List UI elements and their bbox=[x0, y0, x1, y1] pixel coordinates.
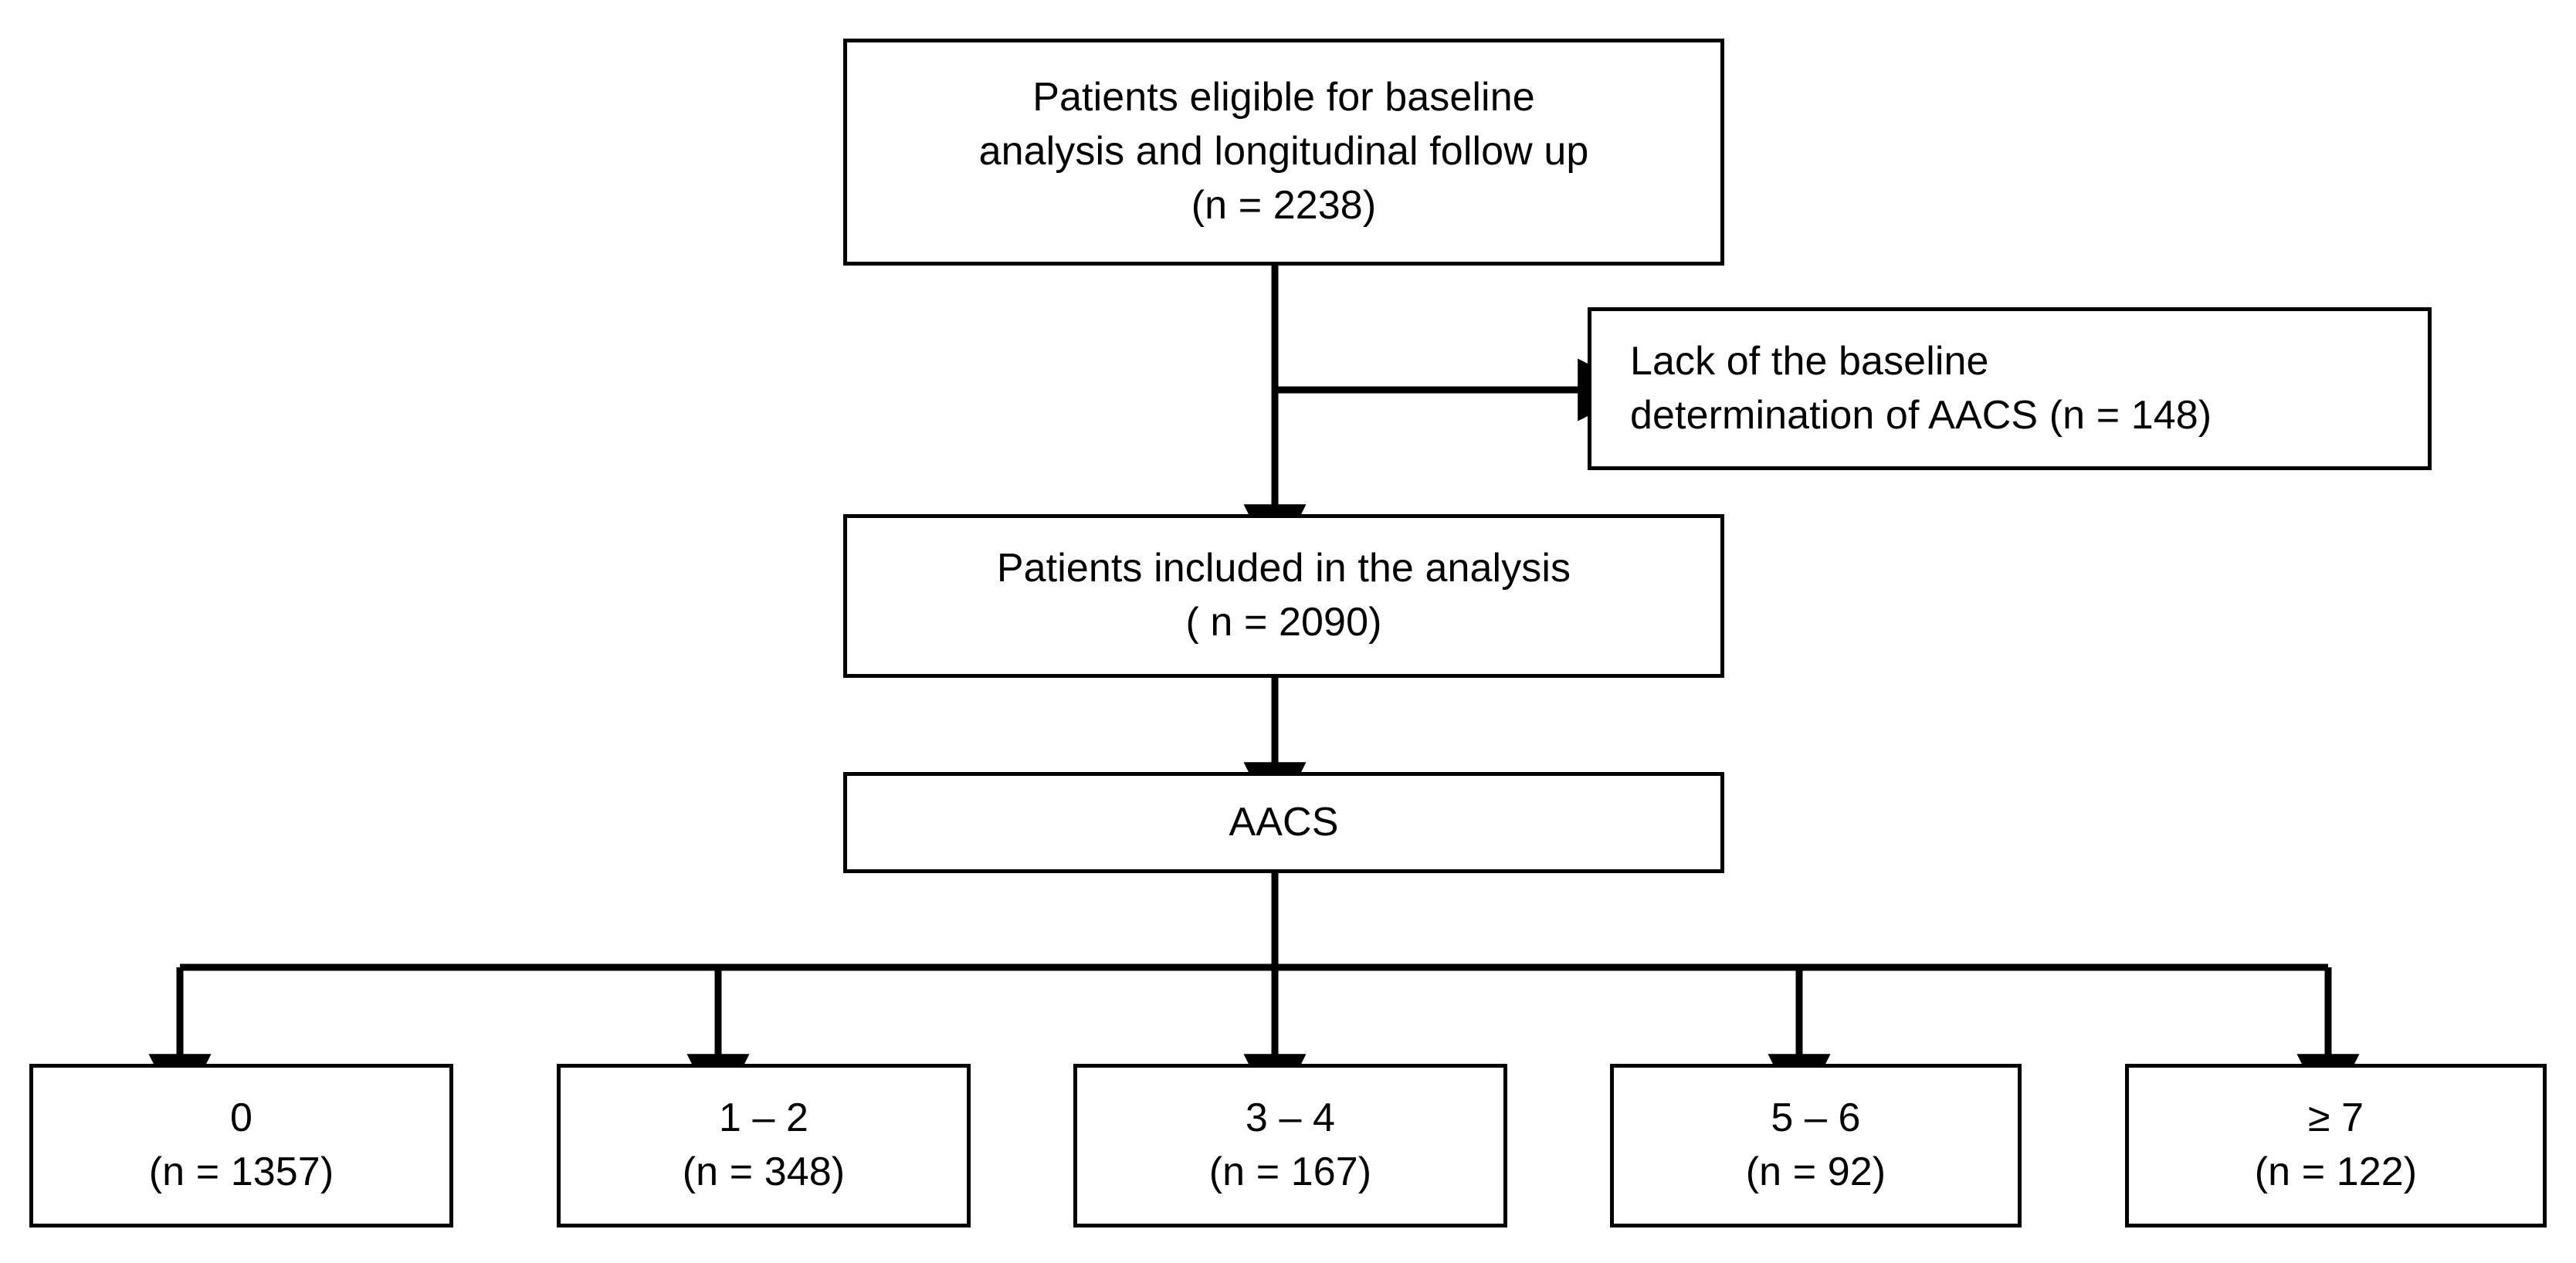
group-score-label: 0 bbox=[229, 1095, 253, 1141]
group-count-label: (n = 92) bbox=[1745, 1150, 1886, 1194]
group-score-label: 5 – 6 bbox=[1771, 1095, 1861, 1141]
node-eligible-line-1: Patients eligible for baseline bbox=[1032, 75, 1535, 120]
group-score-label: ≥ 7 bbox=[2307, 1095, 2364, 1141]
node-group-score-1-2: 1 – 2 (n = 348) bbox=[557, 1064, 971, 1227]
group-count-label: (n = 348) bbox=[682, 1150, 846, 1194]
node-included-in-analysis: Patients included in the analysis ( n = … bbox=[843, 514, 1724, 678]
node-included-line-2: ( n = 2090) bbox=[1185, 600, 1382, 645]
node-group-score-3-4: 3 – 4 (n = 167) bbox=[1073, 1064, 1507, 1227]
node-eligible-line-3: (n = 2238) bbox=[1191, 182, 1377, 228]
node-group-score-5-6: 5 – 6 (n = 92) bbox=[1610, 1064, 2022, 1227]
node-eligible-patients: Patients eligible for baseline analysis … bbox=[843, 39, 1724, 266]
group-count-label: (n = 1357) bbox=[148, 1150, 334, 1194]
node-excluded-line-2: determination of AACS (n = 148) bbox=[1630, 392, 2212, 438]
node-included-line-1: Patients included in the analysis bbox=[996, 546, 1571, 591]
group-count-label: (n = 122) bbox=[2254, 1150, 2418, 1194]
group-score-label: 3 – 4 bbox=[1245, 1095, 1336, 1141]
group-score-label: 1 – 2 bbox=[718, 1095, 809, 1141]
node-excluded-lack-of-baseline-aacs: Lack of the baseline determination of AA… bbox=[1588, 307, 2432, 470]
node-aacs-label: AACS bbox=[1229, 799, 1339, 845]
node-group-score-0: 0 (n = 1357) bbox=[29, 1064, 453, 1227]
node-aacs: AACS bbox=[843, 772, 1724, 873]
group-count-label: (n = 167) bbox=[1208, 1150, 1372, 1194]
node-eligible-line-2: analysis and longitudinal follow up bbox=[978, 129, 1589, 174]
node-group-score-7-plus: ≥ 7 (n = 122) bbox=[2125, 1064, 2547, 1227]
node-excluded-line-1: Lack of the baseline bbox=[1630, 338, 1989, 384]
